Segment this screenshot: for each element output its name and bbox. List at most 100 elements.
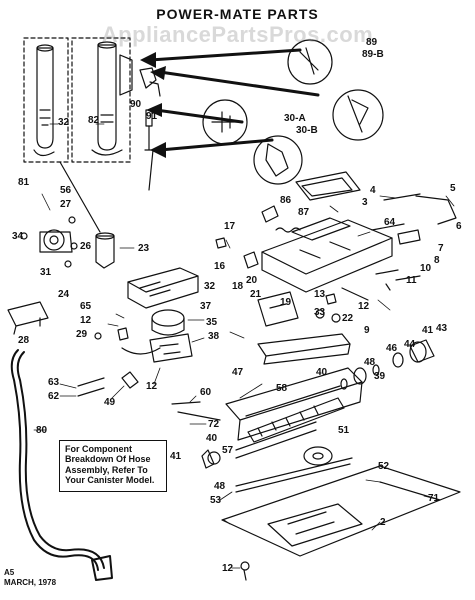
callout-60: 60	[200, 387, 212, 398]
wand-tube-box-2	[71, 37, 131, 163]
callout-23: 23	[138, 243, 150, 254]
callout-30a: 30-A	[284, 113, 306, 124]
callout-8: 8	[434, 255, 440, 266]
elbow-connector-23	[59, 161, 115, 269]
callout-47: 47	[232, 367, 244, 378]
callout-56: 56	[60, 185, 72, 196]
callout-32-top: 32	[58, 117, 70, 128]
agitator-57	[201, 421, 333, 469]
callout-89: 89	[366, 37, 378, 48]
callout-52: 52	[378, 461, 390, 472]
callout-38: 38	[208, 331, 220, 342]
hose-80	[10, 349, 113, 581]
callout-7: 7	[438, 243, 444, 254]
callout-28: 28	[18, 335, 30, 346]
callout-6: 6	[456, 221, 462, 232]
callout-40-right: 40	[316, 367, 328, 378]
callout-39: 39	[374, 371, 386, 382]
callout-41-left: 41	[170, 451, 182, 462]
callout-4: 4	[370, 185, 376, 196]
callout-46: 46	[386, 343, 398, 354]
leader-lines	[33, 123, 455, 569]
brush-58	[247, 397, 345, 443]
main-housing	[261, 217, 393, 293]
detail-circle-30b	[253, 135, 303, 185]
callout-81: 81	[18, 177, 30, 188]
callout-65: 65	[80, 301, 92, 312]
hose-reference-note: For Component Breakdown Of Hose Assembly…	[59, 440, 167, 492]
callout-71: 71	[428, 493, 440, 504]
callout-37: 37	[200, 301, 212, 312]
callout-35: 35	[206, 317, 218, 328]
callout-89b: 89-B	[362, 49, 384, 60]
wand-tube-82	[91, 41, 123, 156]
callout-21: 21	[250, 289, 262, 300]
callout-12-left: 12	[80, 315, 92, 326]
callout-19: 19	[280, 297, 292, 308]
callout-44: 44	[404, 339, 416, 350]
callout-80: 80	[36, 425, 48, 436]
publication-date: A5 MARCH, 1978	[4, 568, 57, 587]
callout-64: 64	[384, 217, 396, 228]
callout-5: 5	[450, 183, 456, 194]
callout-2: 2	[380, 517, 386, 528]
callout-86: 86	[280, 195, 292, 206]
callout-33: 33	[314, 307, 326, 318]
housing-32	[127, 267, 199, 309]
callout-91: 91	[146, 111, 158, 122]
callout-12-right: 12	[358, 301, 370, 312]
wand-tube-box	[23, 37, 69, 163]
callout-12-bottom: 12	[222, 563, 234, 574]
callout-10: 10	[420, 263, 432, 274]
callout-82: 82	[88, 115, 100, 126]
callout-51: 51	[338, 425, 350, 436]
callout-12-center: 12	[146, 381, 158, 392]
callout-72: 72	[208, 419, 220, 430]
actuator-group	[257, 287, 369, 327]
detail-circle-89	[287, 39, 333, 85]
base-plate-2	[221, 457, 461, 581]
callout-48-left: 48	[214, 481, 226, 492]
callout-48-right: 48	[364, 357, 376, 368]
callout-11: 11	[406, 275, 417, 286]
callout-43: 43	[436, 323, 448, 334]
switch-38	[149, 333, 193, 363]
callout-arrows	[148, 48, 320, 152]
callout-49: 49	[104, 397, 116, 408]
callout-63: 63	[48, 377, 60, 388]
detail-circle-30a	[202, 99, 248, 145]
brush-motor-assembly	[20, 216, 78, 268]
switch-clip	[119, 54, 161, 191]
callout-53: 53	[210, 495, 222, 506]
agitator-end-parts	[340, 339, 435, 390]
callout-22: 22	[342, 313, 354, 324]
callout-31: 31	[40, 267, 52, 278]
callout-26: 26	[80, 241, 92, 252]
callout-30b: 30-B	[296, 125, 318, 136]
callout-34: 34	[12, 231, 24, 242]
callout-41-right: 41	[422, 325, 434, 336]
callout-90: 90	[130, 99, 142, 110]
plate-3	[295, 171, 361, 201]
bumper-9	[257, 333, 351, 365]
callout-24: 24	[58, 289, 70, 300]
agitator-frame-47	[225, 367, 363, 441]
callout-62: 62	[48, 391, 60, 402]
bracket-28	[7, 301, 102, 340]
watermark: AppliancePartsPros.com	[101, 22, 374, 47]
wand-tube-81	[33, 44, 55, 157]
callout-32-mid: 32	[204, 281, 216, 292]
callout-87: 87	[298, 207, 310, 218]
motor-37	[117, 309, 185, 355]
callout-16: 16	[214, 261, 226, 272]
callout-29: 29	[76, 329, 88, 340]
page-title: POWER-MATE PARTS	[156, 6, 319, 22]
callout-17: 17	[224, 221, 236, 232]
callout-13: 13	[314, 289, 326, 300]
callout-18: 18	[232, 281, 244, 292]
detail-circle-89b	[332, 89, 384, 141]
callout-3: 3	[362, 197, 368, 208]
callout-9: 9	[364, 325, 370, 336]
